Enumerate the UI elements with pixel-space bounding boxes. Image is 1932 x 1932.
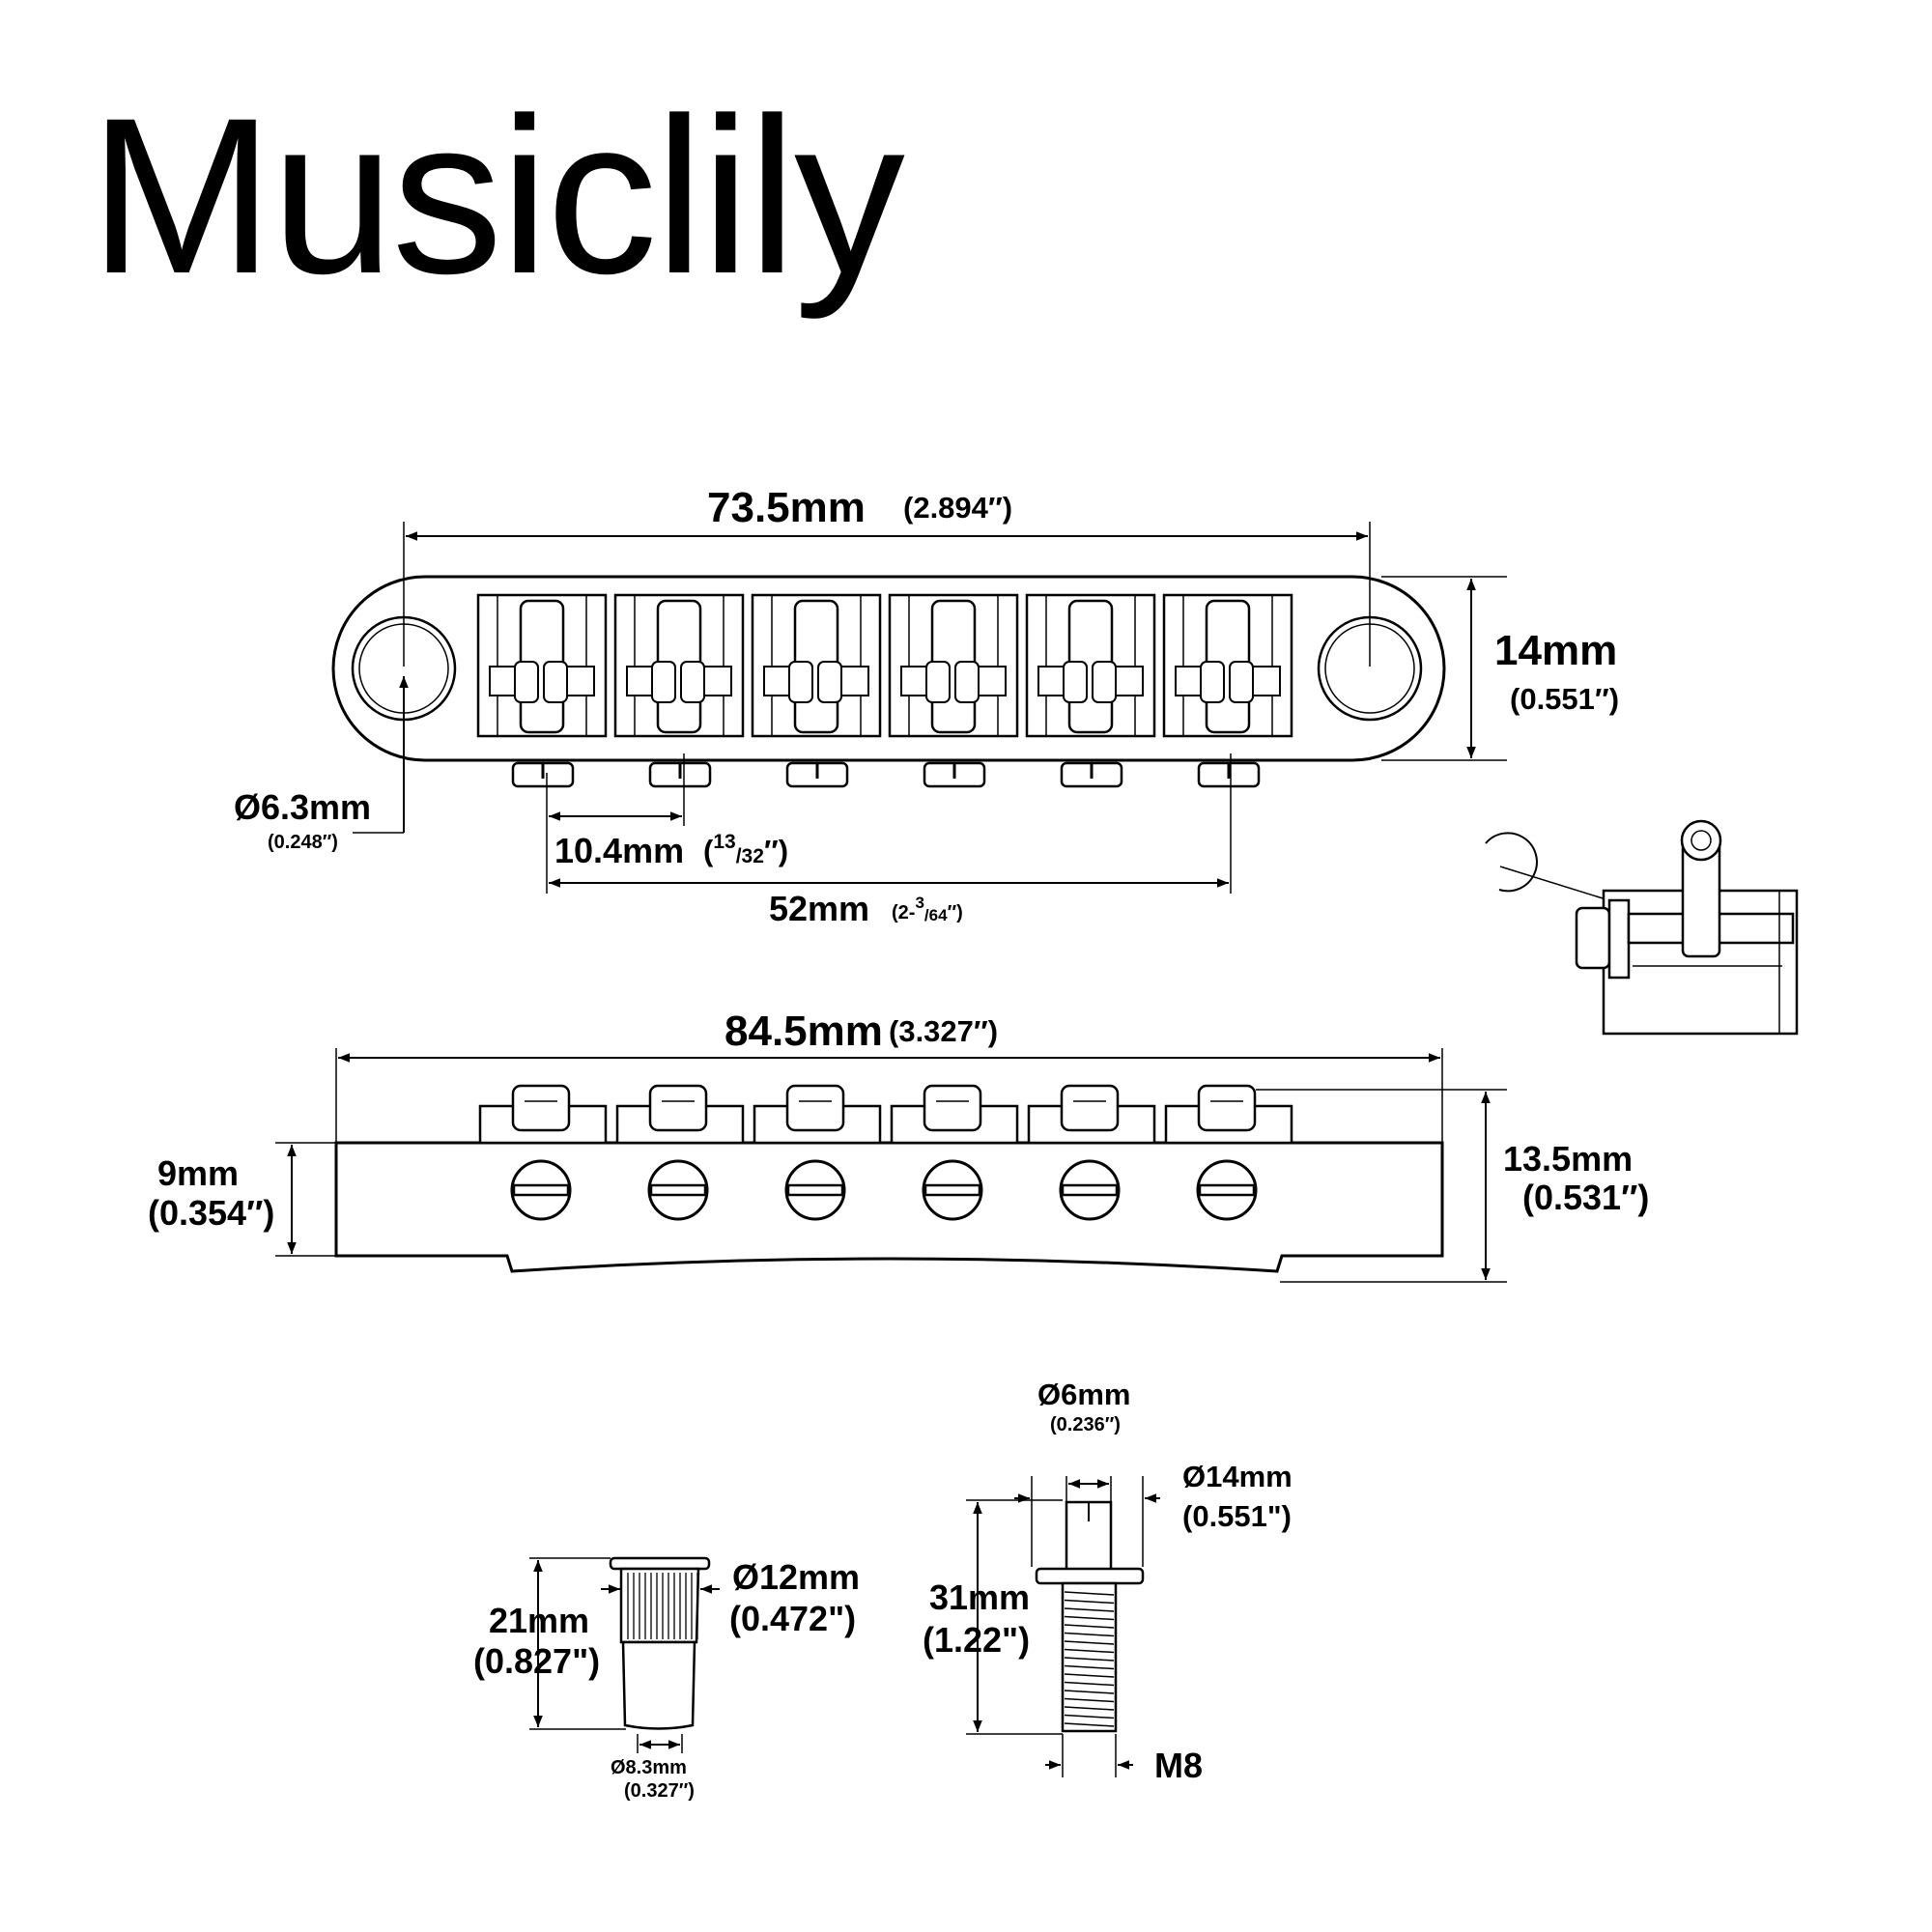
stud-hole-label: Ø6.3mm <box>234 787 371 827</box>
stud-top-diameter-inch-label: (0.236″) <box>1050 1414 1121 1435</box>
side-length-inch-label: (3.327″) <box>889 1014 998 1048</box>
dimension-string-spacing: 10.4mm (13/32″) 52mm (2-3/64″) <box>546 753 1232 928</box>
saddle-side-detail <box>1485 819 1799 1036</box>
length-label: 73.5mm <box>707 484 866 531</box>
stud-height-label: 31mm <box>929 1577 1030 1617</box>
height-screw-2 <box>647 1159 709 1221</box>
bushing-knurl <box>619 1567 700 1644</box>
dimension-base-height: 9mm (0.354″) <box>148 1142 336 1257</box>
saddle-top-4 <box>888 593 1019 738</box>
bushing-bottom-diameter-label: Ø8.3mm <box>611 1757 687 1778</box>
height-screw-1 <box>510 1159 572 1221</box>
saddle-side-6 <box>1164 1084 1293 1145</box>
screw-head-top-4 <box>923 761 986 788</box>
svg-text:(13/32″): (13/32″) <box>703 831 788 867</box>
stud-thread <box>1061 1581 1118 1733</box>
height-screw-6 <box>1196 1159 1258 1221</box>
height-screw-5 <box>1059 1159 1121 1221</box>
total-spacing-label: 52mm <box>769 889 869 928</box>
bushing-bottom-diameter-inch-label: (0.327″) <box>624 1780 695 1802</box>
svg-text:(2-3/64″): (2-3/64″) <box>892 894 963 924</box>
dimension-stud-hole: Ø6.3mm (0.248″) <box>234 676 409 853</box>
bushing-flange <box>609 1556 711 1571</box>
dimension-stud: Ø6mm (0.236″) Ø14mm (0.551") 31mm (1.22"… <box>923 1378 1293 1785</box>
screw-head-top-3 <box>785 761 849 788</box>
saddles-top-view <box>476 593 1293 738</box>
bushing-diameter-inch-label: (0.472") <box>729 1599 856 1638</box>
intonation-screws-top <box>511 761 1261 788</box>
stud-drawing <box>1035 1500 1145 1733</box>
brand-title: Musiclily <box>89 71 905 320</box>
base-height-label: 9mm <box>157 1153 239 1193</box>
dimension-height-top: 14mm (0.551″) <box>1381 576 1619 761</box>
bridge-side-view <box>334 1084 1444 1273</box>
dimension-bushing: 21mm (0.827") Ø12mm (0.472") Ø8.3mm (0.3… <box>473 1557 860 1802</box>
side-length-label: 84.5mm <box>724 1008 883 1055</box>
saddle-side-3 <box>753 1084 882 1145</box>
saddles-side-view <box>478 1084 1293 1145</box>
spacing-label: 10.4mm <box>554 831 684 870</box>
saddle-top-6 <box>1162 593 1293 738</box>
dimension-total-height: 13.5mm (0.531″) <box>1256 1089 1649 1283</box>
saddle-top-1 <box>476 593 608 738</box>
bridge-side-body <box>334 1141 1444 1273</box>
stud-top-diameter-label: Ø6mm <box>1037 1378 1130 1411</box>
saddle-side-2 <box>615 1084 745 1145</box>
screw-head-top-6 <box>1197 761 1261 788</box>
bushing-diameter-label: Ø12mm <box>732 1557 860 1597</box>
stud-wheel-diameter-label: Ø14mm <box>1182 1460 1293 1493</box>
height-screw-4 <box>922 1159 983 1221</box>
saddle-side-1 <box>478 1084 608 1145</box>
stud-height-inch-label: (1.22") <box>923 1620 1030 1660</box>
saddle-side-4 <box>890 1084 1019 1145</box>
thumb-wheel <box>1035 1567 1145 1585</box>
saddle-top-3 <box>751 593 882 738</box>
stud-wheel-diameter-inch-label: (0.551") <box>1182 1499 1292 1533</box>
stud-hole-inch-label: (0.248″) <box>268 832 338 853</box>
saddle-top-5 <box>1025 593 1156 738</box>
length-inch-label: (2.894″) <box>903 491 1012 525</box>
dimension-length-side: 84.5mm (3.327″) <box>335 1008 1443 1143</box>
bushing-height-inch-label: (0.827") <box>473 1641 600 1681</box>
base-height-inch-label: (0.354″) <box>148 1193 274 1233</box>
height-screw-3 <box>784 1159 846 1221</box>
screw-head-top-2 <box>648 761 712 788</box>
screw-head-top-5 <box>1060 761 1123 788</box>
bushing-shaft <box>621 1640 696 1730</box>
dimension-length-top: 73.5mm (2.894″) <box>403 484 1371 667</box>
height-screws-side <box>510 1159 1258 1221</box>
bushing-drawing <box>609 1556 711 1730</box>
stud-thread-label: M8 <box>1154 1746 1203 1785</box>
height-inch-label: (0.551″) <box>1510 682 1619 716</box>
retaining-clip-icon <box>1485 832 1538 893</box>
saddle-top-2 <box>613 593 745 738</box>
height-label: 14mm <box>1494 627 1617 674</box>
screw-head-top-1 <box>511 761 575 788</box>
total-height-inch-label: (0.531″) <box>1522 1178 1649 1217</box>
bushing-height-label: 21mm <box>489 1601 589 1640</box>
saddle-side-5 <box>1027 1084 1156 1145</box>
total-height-label: 13.5mm <box>1503 1139 1633 1179</box>
bridge-top-view <box>331 575 1446 788</box>
